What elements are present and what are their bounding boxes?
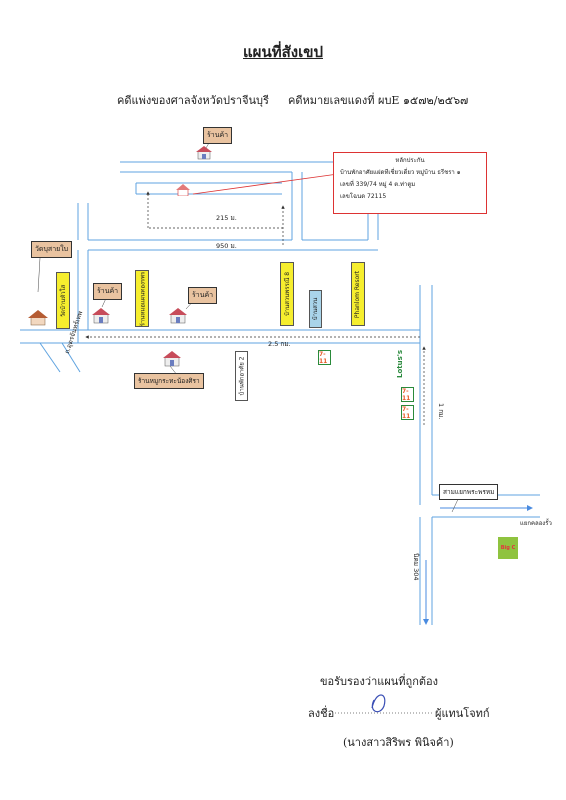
collateral-line-1: บ้านพักอาศัยแฝดทีเชี่ยวเดี่ยว หมู่บ้าน ธ… (340, 169, 461, 176)
distance-950m: 950 ม. (216, 242, 237, 250)
seven-eleven-logo-2: 7-11 (401, 387, 414, 402)
blue-building-sign: บ้านสวน (309, 290, 322, 328)
seven-eleven-logo-3: 7-11 (401, 405, 414, 420)
seven-eleven-logo-1: 7-11 (318, 350, 331, 365)
temple-road-sign: วัดบ้านหัวใส (56, 272, 70, 329)
role-label: ผู้แทนโจทก์ (435, 707, 490, 720)
house-village-sign: บ้านสวนพรรณี 8 (280, 262, 294, 326)
certify-text: ขอรับรองว่าแผนที่ถูกต้อง (320, 675, 439, 688)
collateral-line-2: เลขที่ 339/74 หมู่ 4 ต.ท่าตูม (340, 181, 416, 188)
shop-icon-top (196, 146, 212, 160)
distance-215m: 215 ม. (216, 214, 237, 222)
shop-icon-left (92, 308, 110, 324)
clinic-sign: ร้านหมอแผนทองรพร (135, 270, 149, 327)
lotus-logo: Lotus's (396, 349, 404, 378)
intersection-callout: สามแยกพระพรหม (439, 484, 499, 500)
shop-icon-noodle (163, 351, 181, 367)
shop-icon-middle (169, 308, 187, 324)
road-304-label: นิคม 304 (412, 553, 420, 581)
case-number: คดีหมายเลขแดงที่ ผบE ๑๕๗๒/๒๕๖๗ (288, 94, 469, 107)
pink-building-sign: บ้านพักอาศัย 2 (235, 351, 248, 401)
collateral-info-box: หลักประกัน บ้านพักอาศัยแฝดทีเชี่ยวเดี่ยว… (333, 152, 487, 214)
signer-name: (นางสาวสิริพร พินิจค้า) (343, 736, 454, 749)
to-kabin-label: แยกคลองรั้ว (520, 520, 552, 527)
signature-mark (371, 694, 386, 713)
distance-1km: 1 กม. (437, 403, 445, 420)
collateral-heading: หลักประกัน (395, 157, 425, 164)
shop-callout-left: ร้านค้า (93, 283, 123, 300)
temple-callout: วัดบุสายใบ (31, 241, 73, 258)
temple-icon (28, 310, 48, 326)
shop-callout-middle: ร้านค้า (188, 287, 218, 304)
collateral-house-icon (176, 184, 190, 196)
collateral-line-3: เลขโฉนด 72115 (340, 193, 387, 200)
sign-label: ลงชื่อ (308, 707, 335, 720)
noodle-shop-callout: ร้านหมูกระทะน้องศิรา (134, 373, 204, 389)
court-name: คดีแพ่งของศาลจังหวัดปราจีนบุรี (117, 94, 269, 107)
shop-callout-top: ร้านค้า (203, 127, 233, 144)
distance-2-5km: 2.5 กม. (268, 340, 291, 348)
map-title: แผนที่สังเขป (243, 43, 323, 61)
bigc-logo: Big C (498, 537, 518, 559)
phanlom-resort-sign: Phanlom Resort (351, 262, 365, 326)
